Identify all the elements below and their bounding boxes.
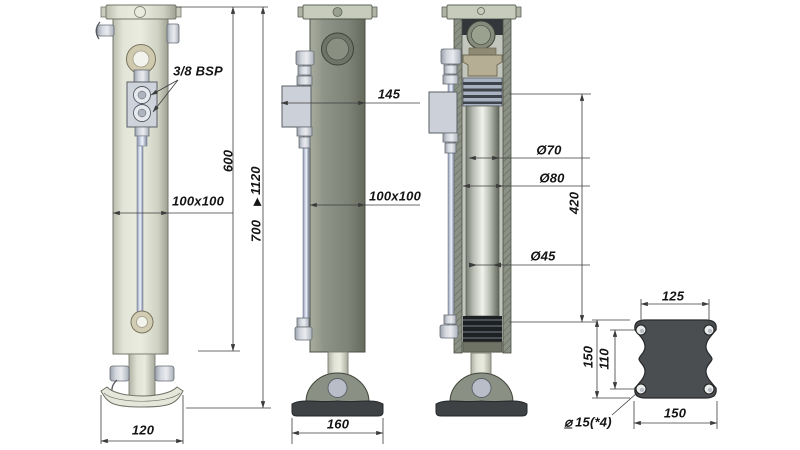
dim-rod-dia: Ø45 <box>530 248 556 264</box>
elbow-fitting <box>295 50 315 66</box>
side-view <box>281 4 384 417</box>
base-plate <box>435 400 528 417</box>
dim-base-width: 160 <box>326 416 350 432</box>
bsp-leader-2 <box>152 79 179 113</box>
top-cap <box>446 4 517 20</box>
bsp-leader-1 <box>150 79 179 96</box>
dim-height-inner: 600 <box>220 149 236 173</box>
dim-tube-dia: Ø80 <box>539 170 565 186</box>
foot-pin-right <box>154 365 175 382</box>
extend-arrow-icon: ▶ <box>252 197 263 206</box>
bolt-holes <box>635 324 715 395</box>
dim-hole-pitch-x: 125 <box>661 288 685 304</box>
foot-pivot-hole <box>327 378 348 398</box>
dim-side-profile: 100x100 <box>368 188 422 204</box>
dim-stroke-length: 420 <box>566 191 582 215</box>
dim-plate-height: 150 <box>580 345 596 369</box>
dimension-lines <box>100 6 718 444</box>
dim-hole-pitch-y: 110 <box>596 348 612 370</box>
lock-pin <box>96 24 115 37</box>
dim-height-extended: ▶ 1120 <box>248 166 263 206</box>
dim-plate-width: 150 <box>663 405 687 421</box>
bsp-port-label: 3/8 BSP <box>173 63 223 79</box>
mounting-plate-view <box>634 319 717 399</box>
foot-pin-left <box>109 365 130 382</box>
front-view <box>95 4 184 408</box>
valve-block <box>428 91 458 134</box>
dim-front-profile: 100x100 <box>171 193 225 209</box>
mounting-plate <box>634 319 717 399</box>
piston-rod <box>327 351 349 377</box>
dim-height-retracted: 700 <box>248 219 264 243</box>
hydraulic-line <box>136 145 144 313</box>
dim-bore-dia: Ø70 <box>536 142 562 158</box>
inner-leg-tube <box>128 353 156 399</box>
dim-foot-width: 120 <box>131 422 155 438</box>
dim-plate-hole-dia: ⌀ 15(*4) <box>564 414 612 430</box>
elbow-fitting-bottom <box>439 324 459 339</box>
section-view <box>428 4 528 417</box>
gland-nut <box>462 54 503 77</box>
valve-block <box>281 85 312 128</box>
base-plate <box>291 400 384 417</box>
outer-square-tube <box>309 18 366 353</box>
cylinder-body <box>465 105 500 317</box>
elbow-fitting <box>440 48 462 65</box>
elbow-fitting-bottom <box>294 326 313 341</box>
hole-dia-leader <box>611 392 638 416</box>
dim-block-offset: 145 <box>377 86 401 102</box>
top-cap <box>105 4 177 20</box>
diameter-symbol: ⌀ <box>564 414 573 430</box>
foot-pivot-hole <box>471 378 492 398</box>
pin-clip <box>95 21 101 40</box>
foot-plate <box>100 386 184 408</box>
